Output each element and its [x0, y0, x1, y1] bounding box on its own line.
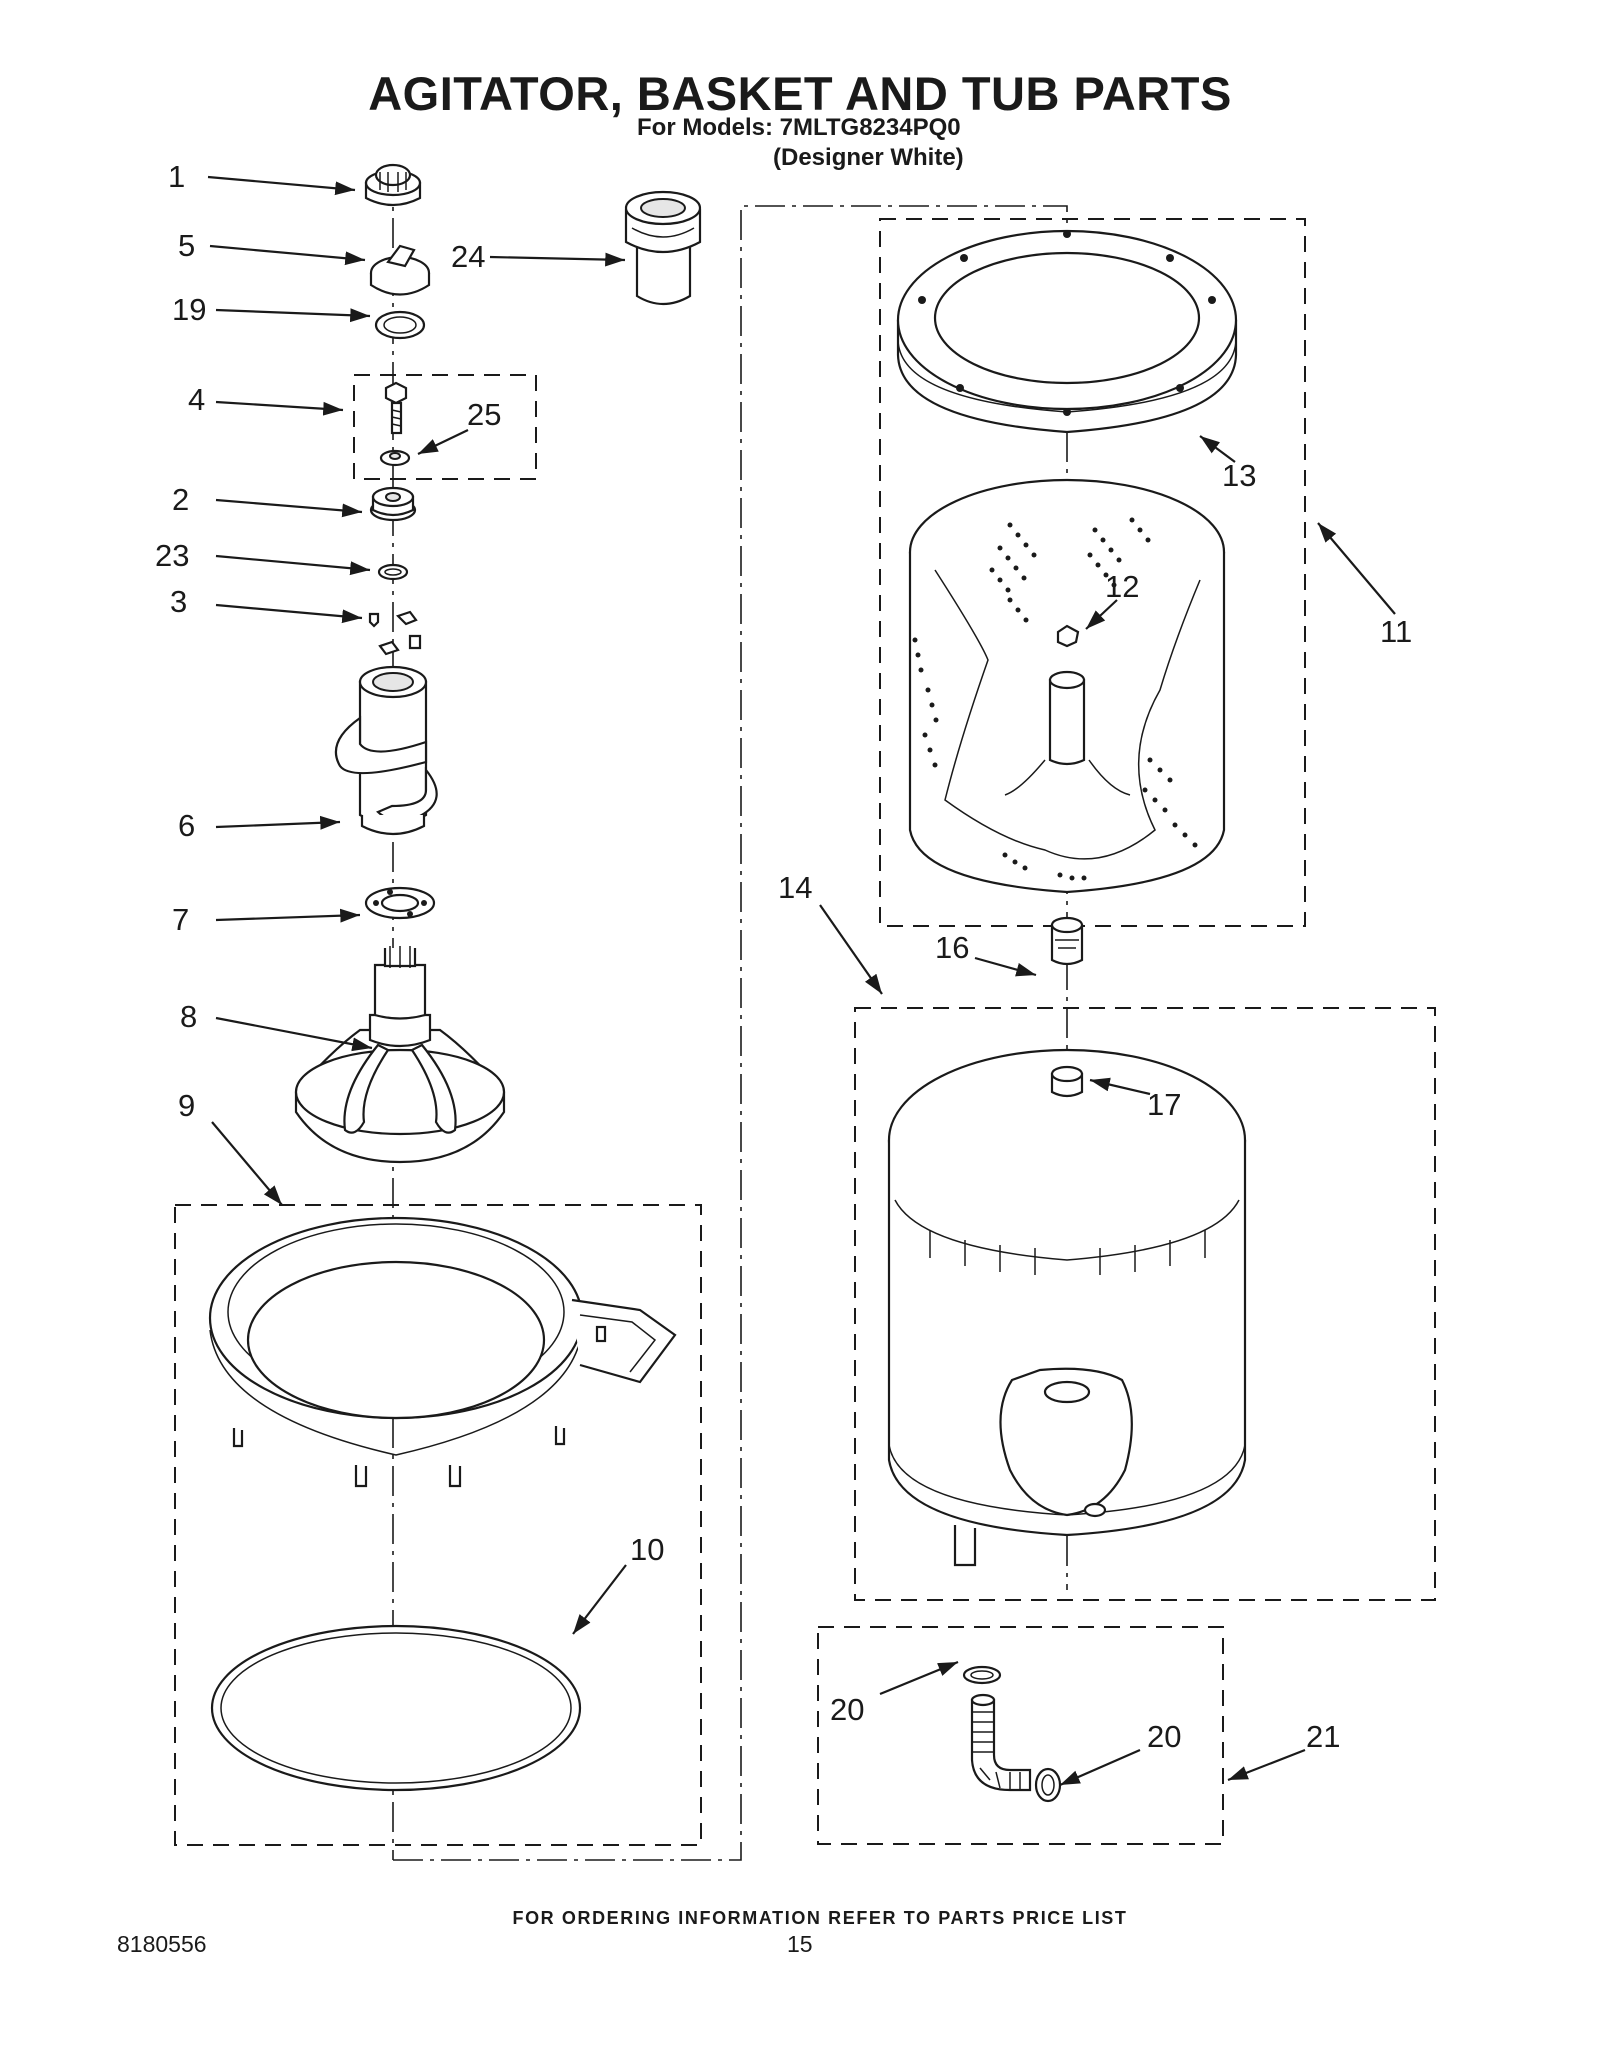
washer-part — [379, 449, 411, 467]
page-number: 15 — [787, 1931, 813, 1957]
callout-13: 13 — [1222, 458, 1256, 493]
callout-21: 21 — [1306, 1719, 1340, 1754]
callout-arrows — [207, 175, 1396, 1787]
agitator-cam-part — [369, 244, 431, 296]
callout-1: 1 — [168, 159, 185, 194]
bolt-part — [384, 381, 408, 435]
callout-8: 8 — [180, 999, 197, 1034]
agitator-cap-part — [364, 163, 422, 207]
document-number: 8180556 — [117, 1931, 207, 1957]
tub-ring-kit-box — [174, 1204, 702, 1846]
callout-9: 9 — [178, 1088, 195, 1123]
tub-ring-part — [208, 1216, 677, 1488]
o-ring-part — [377, 563, 409, 581]
drain-hose-part — [970, 1693, 1032, 1792]
ring-seal-part — [210, 1624, 582, 1792]
callout-11: 11 — [1380, 614, 1412, 649]
basket-perforations — [912, 517, 1198, 881]
outer-tub-part — [887, 1048, 1247, 1567]
seal-ring-part — [374, 310, 426, 340]
thrust-washer-part — [364, 886, 436, 920]
callout-25: 25 — [467, 397, 501, 432]
callout-2: 2 — [172, 482, 189, 517]
kit-box-4-25 — [353, 374, 537, 480]
callout-10: 10 — [630, 1532, 664, 1567]
callout-labels: 1 5 19 4 25 24 2 23 3 6 7 8 9 10 11 12 1… — [155, 159, 1412, 1754]
agitator-dogs-part — [369, 486, 417, 522]
hose-clamp-part-upper — [962, 1665, 1002, 1685]
hub-part — [1050, 916, 1084, 966]
auger-agitator-part — [334, 665, 438, 836]
callout-14: 14 — [778, 870, 812, 905]
model-variant-line: (Designer White) — [773, 144, 964, 171]
callout-3: 3 — [170, 584, 187, 619]
callout-24: 24 — [451, 239, 485, 274]
page-title: AGITATOR, BASKET AND TUB PARTS — [368, 67, 1232, 120]
callout-20-upper: 20 — [830, 1692, 864, 1727]
balance-ring-part — [896, 229, 1238, 434]
callout-5: 5 — [178, 228, 195, 263]
hose-clamp-part-lower — [1034, 1767, 1062, 1803]
retainer-clips-part — [368, 610, 422, 656]
ordering-info-note: FOR ORDERING INFORMATION REFER TO PARTS … — [512, 1908, 1128, 1928]
agitator-base-part — [294, 946, 506, 1164]
dispenser-cup-part — [624, 190, 702, 306]
callout-17: 17 — [1147, 1087, 1181, 1122]
callout-12: 12 — [1105, 569, 1139, 604]
callout-16: 16 — [935, 930, 969, 965]
tub-assembly-box — [854, 1007, 1436, 1601]
callout-20-lower: 20 — [1147, 1719, 1181, 1754]
callout-23: 23 — [155, 538, 189, 573]
basket-assembly-box — [879, 218, 1306, 927]
basket-part — [908, 478, 1226, 894]
callout-7: 7 — [172, 902, 189, 937]
callout-6: 6 — [178, 808, 195, 843]
callout-19: 19 — [172, 292, 206, 327]
model-number-line: For Models: 7MLTG8234PQ0 — [637, 114, 961, 141]
callout-4: 4 — [188, 382, 205, 417]
